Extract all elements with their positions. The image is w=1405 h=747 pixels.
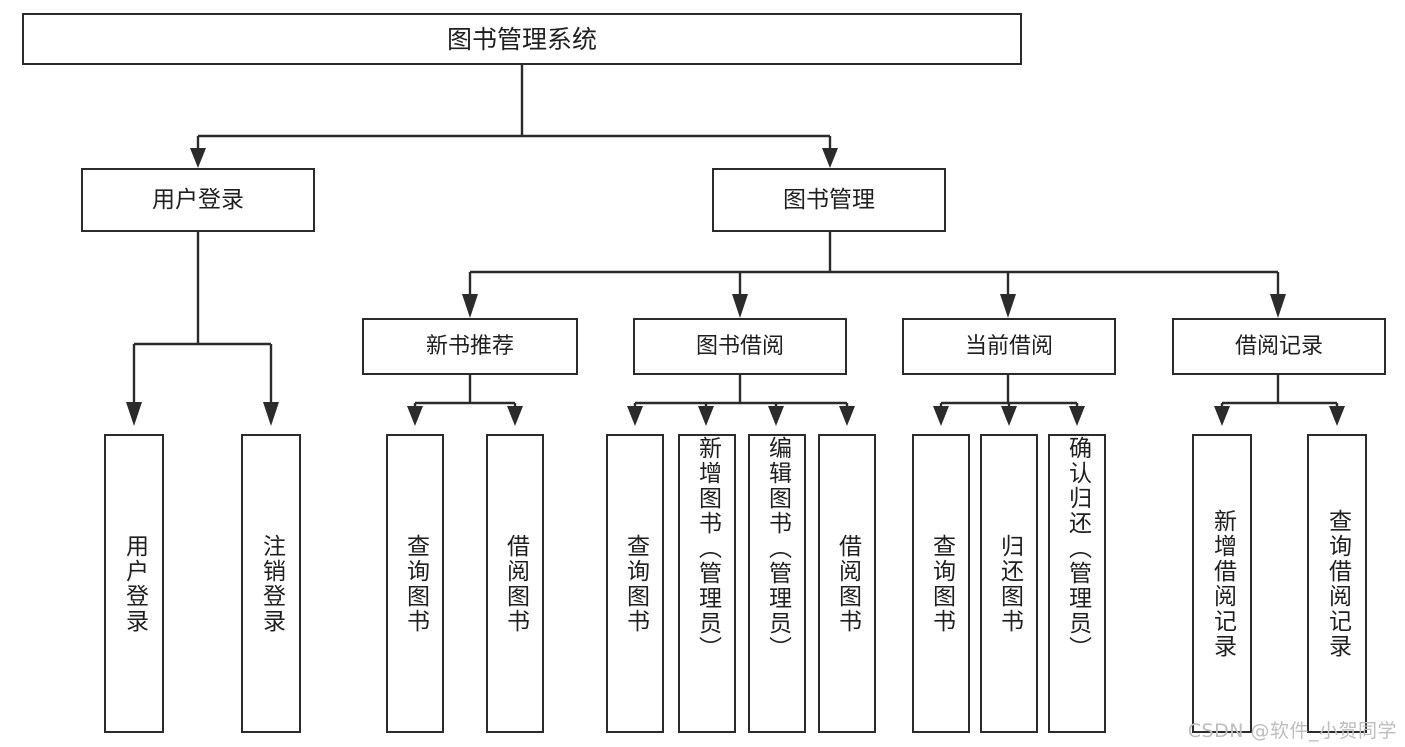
leaf-borrow-record-add-record[interactable]: 新增借阅记录 [1192,434,1252,733]
leaf-current-borrow-confirm-return-admin[interactable]: 确认归还（管理员） [1048,434,1106,733]
arrowhead-new-book [462,294,478,318]
leaf-label: 新增借阅记录 [1209,508,1236,659]
arrowhead-leaf-user-login-1 [126,402,142,426]
arrowhead-cb-leaf-1 [933,406,949,426]
csdn-watermark: CSDN @软件_小贺同学 [1187,720,1397,742]
leaf-current-borrow-return-book[interactable]: 归还图书 [980,434,1038,733]
arrowhead-bb-leaf-4 [839,406,855,426]
leaf-book-borrow-edit-book-admin[interactable]: 编辑图书（管理员） [748,434,806,733]
arrowhead-book-manage [822,148,838,168]
node-book-management[interactable]: 图书管理 [712,168,946,232]
leaf-book-borrow-borrow-book[interactable]: 借阅图书 [818,434,876,733]
arrowhead-nb-leaf-1 [407,406,423,426]
leaf-label: 用户登录 [121,533,148,634]
leaf-user-login-logout[interactable]: 注销登录 [241,434,301,733]
leaf-label: 借阅图书 [502,533,529,634]
node-new-book-recommendation[interactable]: 新书推荐 [362,318,578,375]
leaf-current-borrow-query-book[interactable]: 查询图书 [912,434,970,733]
leaf-label: 归还图书 [996,533,1023,634]
arrowhead-cb-leaf-2 [1001,406,1017,426]
arrowhead-borrow-record [1270,294,1286,318]
leaf-label: 查询借阅记录 [1324,508,1351,659]
arrowhead-user-login [190,148,206,168]
leaf-label: 注销登录 [258,533,285,634]
arrowhead-nb-leaf-2 [507,406,523,426]
arrowhead-current-borrow [1000,294,1016,318]
leaf-new-book-query-book[interactable]: 查询图书 [386,434,444,733]
leaf-label: 借阅图书 [834,533,861,634]
leaf-label: 查询图书 [622,533,649,634]
leaf-book-borrow-add-book-admin[interactable]: 新增图书（管理员） [678,434,736,733]
leaf-label: 查询图书 [402,533,429,634]
arrowhead-leaf-user-login-2 [263,402,279,426]
node-root-book-management-system[interactable]: 图书管理系统 [22,13,1022,65]
node-current-borrowing[interactable]: 当前借阅 [902,318,1116,375]
node-book-borrowing[interactable]: 图书借阅 [633,318,847,375]
arrowhead-cb-leaf-3 [1069,406,1085,426]
leaf-new-book-borrow-book[interactable]: 借阅图书 [486,434,544,733]
arrowhead-bb-leaf-1 [627,406,643,426]
leaf-label: 编辑图书（管理员） [764,436,791,661]
node-user-login[interactable]: 用户登录 [81,168,315,232]
arrowhead-br-leaf-2 [1329,406,1345,426]
leaf-book-borrow-query-book[interactable]: 查询图书 [606,434,664,733]
leaf-label: 新增图书（管理员） [694,436,721,661]
arrowhead-br-leaf-1 [1214,406,1230,426]
leaf-borrow-record-query-record[interactable]: 查询借阅记录 [1307,434,1367,733]
leaf-label: 确认归还（管理员） [1064,436,1091,661]
node-borrowing-record[interactable]: 借阅记录 [1172,318,1386,375]
arrowhead-bb-leaf-3 [768,406,784,426]
arrowhead-bb-leaf-2 [698,406,714,426]
leaf-user-login-login[interactable]: 用户登录 [104,434,164,733]
leaf-label: 查询图书 [928,533,955,634]
arrowhead-book-borrow [732,294,748,318]
